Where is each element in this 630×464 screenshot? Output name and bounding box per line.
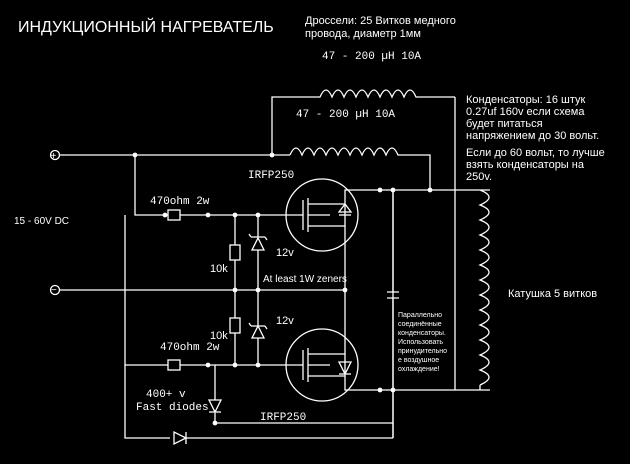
choke-bottom-label: 47 - 200 µH 10A bbox=[296, 109, 395, 121]
plus-symbol: + bbox=[51, 151, 57, 162]
resistor-470-bottom bbox=[167, 359, 181, 371]
zener-top-label: 12v bbox=[276, 247, 294, 259]
parallel-cap-line3: конденсаторы. bbox=[398, 330, 446, 337]
minus-terminal bbox=[49, 284, 61, 296]
res-bottom-label: 470ohm 2w bbox=[160, 342, 220, 354]
zener-bottom bbox=[250, 324, 266, 339]
capacitor-note2-line2: взять конденсаторы на bbox=[466, 159, 585, 171]
res-top-label: 470ohm 2w bbox=[150, 196, 210, 208]
resistor-470-top bbox=[167, 209, 181, 221]
parallel-cap-line4: Использовать bbox=[398, 339, 443, 346]
diode-top bbox=[207, 399, 223, 414]
mosfet-bottom-label: IRFP250 bbox=[260, 412, 306, 424]
gate-feed-left bbox=[134, 155, 168, 216]
capacitor-note-line4: напряжением до 30 вольт. bbox=[466, 130, 599, 142]
mosfet-top-label: IRFP250 bbox=[248, 170, 294, 182]
zener-note: At least 1W zeners bbox=[263, 274, 347, 285]
plus-terminal bbox=[49, 149, 61, 161]
choke-bottom bbox=[289, 147, 431, 190]
diode-label-line1: 400+ v bbox=[146, 389, 186, 401]
diode-label-line2: Fast diodes bbox=[136, 402, 209, 414]
res10k-bottom-label: 10k bbox=[210, 330, 228, 342]
resistor-10k-top bbox=[229, 244, 241, 261]
capacitor-note2-line1: Если до 60 вольт, то лучше bbox=[466, 147, 605, 159]
parallel-cap-line6: е воздушное bbox=[398, 357, 439, 364]
mosfet-top-internals bbox=[285, 189, 380, 250]
capacitor-note2-line3: 250v. bbox=[466, 171, 492, 183]
diode-bottom bbox=[173, 430, 188, 446]
capacitor-note-line1: Конденсаторы: 16 штук bbox=[466, 94, 586, 106]
choke-top-label: 47 - 200 µH 10A bbox=[322, 51, 421, 63]
work-coil bbox=[478, 189, 490, 386]
mosfet-top-diode bbox=[337, 202, 353, 213]
parallel-cap-line5: принудительно bbox=[398, 348, 447, 355]
supply-label: 15 - 60V DC bbox=[14, 216, 69, 227]
capacitor-note-line2: 0.27uf 160v если схема bbox=[466, 106, 585, 118]
resistor-10k-bottom bbox=[229, 317, 241, 334]
mosfet-bottom-internals bbox=[285, 330, 380, 391]
coil-label: Катушка 5 витков bbox=[508, 288, 597, 300]
choke-note-line2: провода, диаметр 1мм bbox=[305, 28, 421, 40]
choke-top bbox=[271, 89, 455, 155]
diode-wire-bottom bbox=[124, 365, 393, 439]
zener-bottom-label: 12v bbox=[276, 315, 294, 327]
parallel-cap-line7: охлаждение! bbox=[398, 366, 440, 373]
choke-note-line1: Дроссели: 25 Витков медного bbox=[305, 15, 456, 27]
zener-top bbox=[250, 236, 266, 251]
parallel-cap-line2: соединённые bbox=[398, 321, 442, 328]
capacitor-bank bbox=[387, 190, 399, 438]
capacitor-note-line3: будет питаться bbox=[466, 118, 543, 130]
parallel-cap-line1: Параллельно bbox=[398, 312, 442, 319]
res10k-top-label: 10k bbox=[210, 263, 228, 275]
mosfet-bottom-diode bbox=[337, 361, 353, 376]
title: ИНДУКЦИОННЫЙ НАГРЕВАТЕЛЬ bbox=[18, 17, 274, 36]
minus-symbol: − bbox=[51, 285, 57, 296]
